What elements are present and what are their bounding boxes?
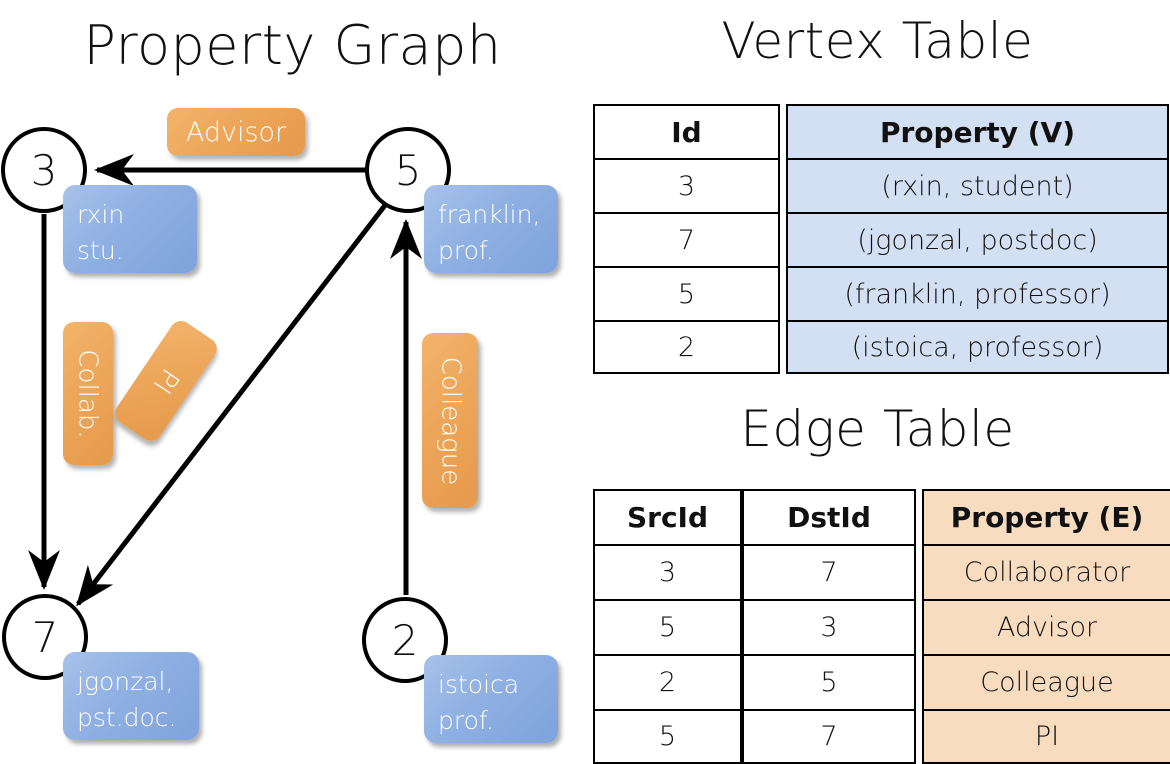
edge-label-advisor: Advisor bbox=[167, 108, 305, 156]
page-title-property-graph: Property Graph bbox=[83, 14, 502, 77]
edge-table-header-property: Property (E) bbox=[922, 489, 1170, 544]
edge-table-header-dstid: DstId bbox=[742, 489, 916, 544]
vertex-table-cell-property: (rxin, student) bbox=[786, 158, 1169, 212]
vertex-table-cell-id: 3 bbox=[593, 158, 780, 212]
vertex-table-cell-property: (franklin, professor) bbox=[786, 266, 1169, 320]
node-property-line-1: istoica bbox=[438, 670, 520, 699]
edge-table-cell-property: Collaborator bbox=[922, 544, 1170, 599]
edge-table-cell-property: Advisor bbox=[922, 599, 1170, 654]
graph-node-5[interactable]: 5 bbox=[365, 127, 451, 213]
edge-arrow-5-to-7 bbox=[76, 202, 388, 607]
node-property-callout-7: jgonzal, pst.doc. bbox=[63, 652, 199, 740]
edge-table-cell-srcid: 5 bbox=[593, 709, 742, 764]
edge-table-column-srcid: SrcId 3 5 2 5 bbox=[593, 489, 742, 764]
node-property-line-2: prof. bbox=[438, 705, 494, 735]
property-graph-diagram: 3 5 7 2 rxin stu. franklin, prof. jgonza… bbox=[0, 0, 585, 760]
node-property-line-2: pst.doc. bbox=[77, 702, 177, 732]
node-property-callout-2: istoica prof. bbox=[424, 655, 558, 743]
vertex-table-cell-id: 7 bbox=[593, 212, 780, 266]
edge-table-cell-dstid: 5 bbox=[742, 654, 916, 709]
edge-label-collab: Collab. bbox=[63, 322, 113, 465]
vertex-table-column-id: Id 3 7 5 2 bbox=[593, 104, 780, 374]
vertex-table-cell-id: 2 bbox=[593, 320, 780, 374]
node-property-callout-3: rxin stu. bbox=[63, 185, 197, 273]
vertex-table-cell-property: (istoica, professor) bbox=[786, 320, 1169, 374]
vertex-table: Id 3 7 5 2 Property (V) (rxin, student) … bbox=[593, 104, 1169, 374]
edge-table-cell-dstid: 7 bbox=[742, 709, 916, 764]
graph-edges-layer bbox=[28, 154, 422, 607]
edge-label-advisor-text: Advisor bbox=[185, 116, 287, 148]
edge-table: SrcId 3 5 2 5 DstId 7 3 5 7 Property (E)… bbox=[593, 489, 1170, 764]
node-property-line-1: franklin, bbox=[438, 200, 541, 229]
page-title-vertex-table: Vertex Table bbox=[721, 12, 1034, 70]
graph-node-5-label: 5 bbox=[394, 145, 422, 195]
edge-table-cell-srcid: 5 bbox=[593, 599, 742, 654]
edge-table-cell-property: PI bbox=[922, 709, 1170, 764]
node-property-line-2: stu. bbox=[77, 235, 124, 265]
edge-table-cell-dstid: 7 bbox=[742, 544, 916, 599]
edge-table-cell-dstid: 3 bbox=[742, 599, 916, 654]
vertex-table-cell-property: (jgonzal, postdoc) bbox=[786, 212, 1169, 266]
node-property-line-1: jgonzal, bbox=[77, 667, 174, 696]
vertex-table-header-property: Property (V) bbox=[786, 104, 1169, 158]
edge-table-cell-srcid: 2 bbox=[593, 654, 742, 709]
edge-table-cell-srcid: 3 bbox=[593, 544, 742, 599]
graph-node-2[interactable]: 2 bbox=[362, 597, 448, 683]
edge-label-colleague: Colleague bbox=[422, 333, 478, 508]
edge-label-colleague-text: Colleague bbox=[435, 356, 466, 485]
graph-node-3-label: 3 bbox=[30, 145, 58, 195]
graph-node-7-label: 7 bbox=[31, 612, 59, 662]
edge-table-column-property: Property (E) Collaborator Advisor Collea… bbox=[922, 489, 1170, 764]
edge-table-header-srcid: SrcId bbox=[593, 489, 742, 544]
vertex-table-column-property: Property (V) (rxin, student) (jgonzal, p… bbox=[786, 104, 1169, 374]
edge-label-collab-text: Collab. bbox=[73, 348, 103, 439]
edge-label-pi-text: PI bbox=[147, 362, 185, 400]
graph-node-2-label: 2 bbox=[391, 615, 419, 665]
node-property-line-1: rxin bbox=[77, 200, 125, 229]
edge-table-cell-property: Colleague bbox=[922, 654, 1170, 709]
vertex-table-header-id: Id bbox=[593, 104, 780, 158]
vertex-table-cell-id: 5 bbox=[593, 266, 780, 320]
node-property-callout-5: franklin, prof. bbox=[424, 185, 558, 273]
page-title-edge-table: Edge Table bbox=[740, 400, 1015, 458]
edge-table-column-dstid: DstId 7 3 5 7 bbox=[742, 489, 916, 764]
node-property-line-2: prof. bbox=[438, 235, 494, 265]
